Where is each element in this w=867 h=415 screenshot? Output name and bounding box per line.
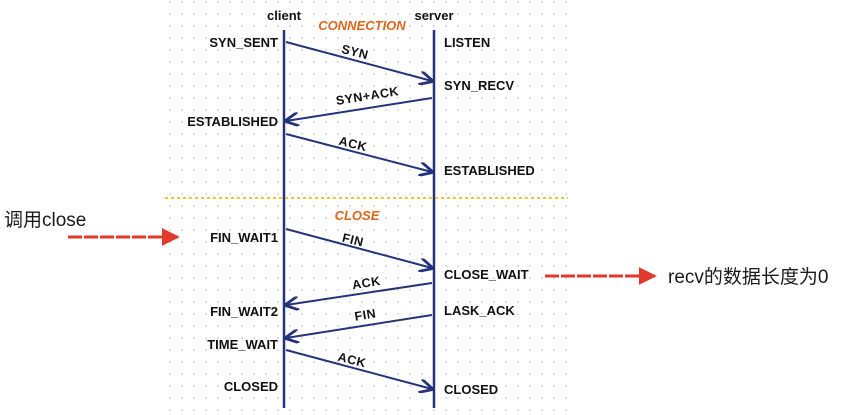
client-state-fin-wait2: FIN_WAIT2 [210, 304, 278, 319]
message-label-syn: SYN [340, 42, 370, 62]
message-label-ack-1: ACK [337, 134, 368, 155]
client-header: client [267, 8, 302, 23]
server-state-close-wait: CLOSE_WAIT [444, 267, 529, 282]
section-title-connection: CONNECTION [318, 18, 406, 33]
arrow-fin-1 [285, 228, 432, 268]
server-state-established: ESTABLISHED [444, 163, 535, 178]
section-title-close: CLOSE [335, 208, 380, 223]
client-state-syn-sent: SYN_SENT [209, 35, 278, 50]
server-header: server [414, 8, 453, 23]
message-label-ack-3: ACK [336, 350, 367, 371]
arrow-ack-3 [285, 349, 432, 389]
message-label-fin-1: FIN [341, 231, 365, 250]
client-state-closed: CLOSED [224, 379, 278, 394]
message-label-fin-2: FIN [354, 306, 378, 323]
annotation-recv-zero: recv的数据长度为0 [668, 266, 828, 288]
server-state-listen: LISTEN [444, 35, 490, 50]
annotation-call-close: 调用close [4, 209, 86, 231]
client-state-fin-wait1: FIN_WAIT1 [210, 230, 278, 245]
server-state-closed: CLOSED [444, 382, 498, 397]
arrow-ack-2 [286, 282, 433, 305]
arrow-syn-ack [286, 97, 433, 121]
arrow-fin-2 [286, 314, 433, 338]
client-state-established: ESTABLISHED [187, 114, 278, 129]
message-label-ack-2: ACK [351, 274, 381, 292]
client-state-time-wait: TIME_WAIT [207, 337, 278, 352]
server-state-syn-recv: SYN_RECV [444, 78, 514, 93]
arrow-ack-1 [285, 133, 432, 172]
server-state-lask-ack: LASK_ACK [444, 303, 515, 318]
arrow-syn [285, 41, 432, 81]
grid-background [163, 0, 570, 415]
